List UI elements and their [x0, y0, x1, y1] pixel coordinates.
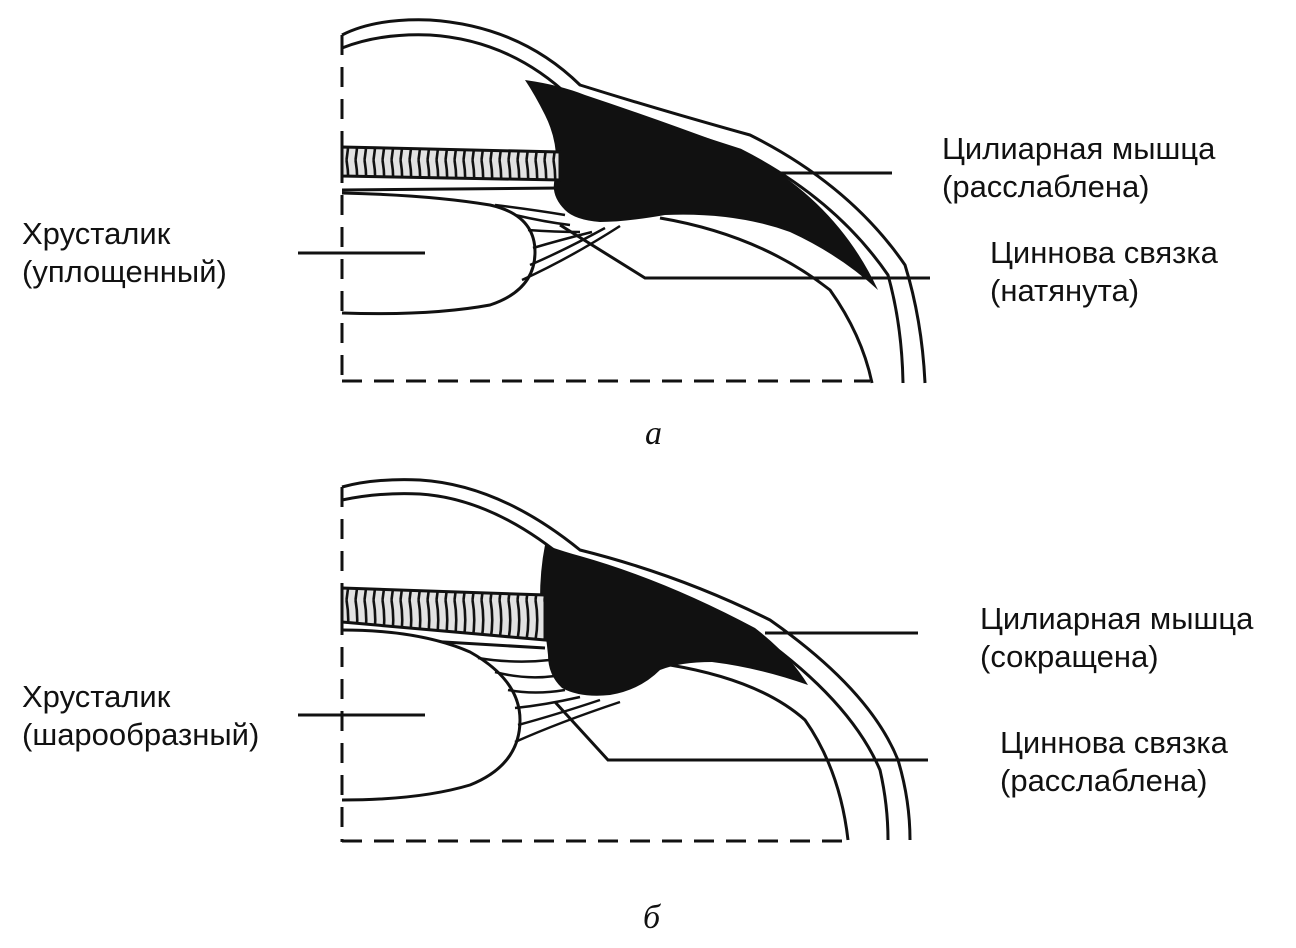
caption-b: б — [643, 899, 661, 936]
ligament-leader-a — [559, 223, 930, 280]
lens-label-a-line1: Хрусталик — [22, 216, 171, 251]
muscle-label-b: Цилиарная мышца (сокращена) — [980, 600, 1253, 676]
ligament-label-b: Циннова связка (расслаблена) — [1000, 724, 1228, 800]
sclera-outer-a — [341, 18, 927, 384]
frame-b — [340, 487, 850, 843]
ligament-label-a: Циннова связка (натянута) — [990, 234, 1218, 310]
lens-a — [341, 191, 537, 316]
lens-label-b-line1: Хрусталик — [22, 679, 171, 714]
panel-a — [298, 18, 930, 384]
ligament-label-b-line1: Циннова связка — [1000, 725, 1228, 760]
ciliary-muscle-b — [540, 545, 808, 696]
ciliary-muscle-a — [525, 80, 878, 290]
muscle-label-b-line2: (сокращена) — [980, 639, 1159, 674]
frame-a — [340, 35, 870, 383]
lens-label-a: Хрусталик (уплощенный) — [22, 215, 227, 291]
muscle-label-a-line2: (расслаблена) — [942, 169, 1150, 204]
iris-a — [340, 145, 562, 182]
ligament-leader-b — [553, 700, 928, 762]
lens-b — [341, 628, 522, 802]
lens-label-b-line2: (шарообразный) — [22, 717, 260, 752]
choroid-line-b — [669, 663, 850, 841]
muscle-label-a-line1: Цилиарная мышца — [942, 131, 1216, 166]
caption-a: а — [645, 415, 662, 452]
lens-label-b: Хрусталик (шарообразный) — [22, 678, 259, 754]
choroid-line-a — [659, 216, 874, 384]
zonule-fibers-a — [494, 203, 621, 282]
zonule-fibers-b — [477, 656, 621, 744]
muscle-label-b-line1: Цилиарная мышца — [980, 601, 1254, 636]
ligament-label-b-line2: (расслаблена) — [1000, 763, 1208, 798]
panel-b — [298, 478, 928, 843]
lens-label-a-line2: (уплощенный) — [22, 254, 227, 289]
muscle-label-a: Цилиарная мышца (расслаблена) — [942, 130, 1215, 206]
iris-b — [340, 586, 547, 642]
ligament-label-a-line1: Циннова связка — [990, 235, 1218, 270]
ligament-label-a-line2: (натянута) — [990, 273, 1140, 308]
